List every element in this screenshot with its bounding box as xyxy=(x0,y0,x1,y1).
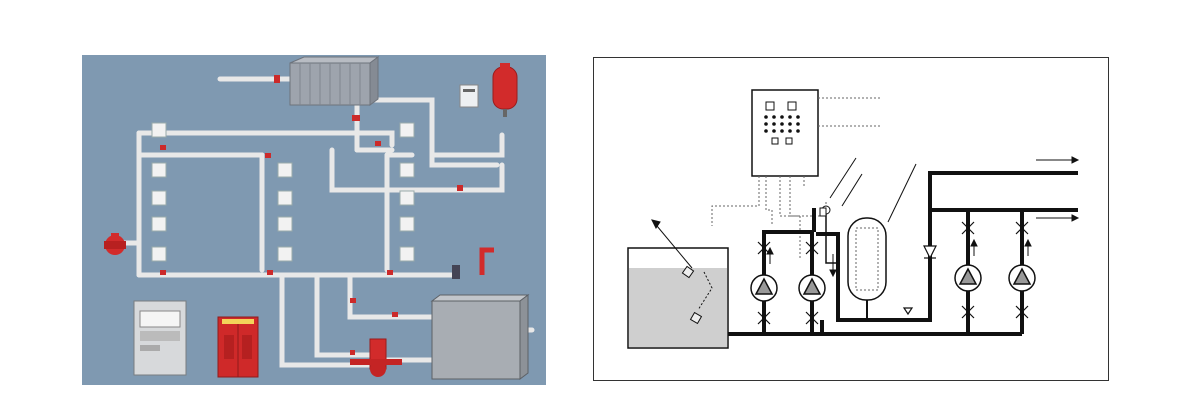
water-tank-icon xyxy=(627,247,729,349)
signal-lines xyxy=(711,97,882,258)
pump-station-schematic-drawing xyxy=(627,89,1080,349)
branch-lines xyxy=(825,208,838,264)
float-switch-icon xyxy=(651,219,713,325)
pump-station-schematic xyxy=(593,57,1109,381)
leader-lines xyxy=(829,157,917,223)
gate-valve-icon xyxy=(757,221,1029,325)
check-valve-icon xyxy=(902,245,937,316)
control-box-icon xyxy=(459,84,479,108)
valve-markers xyxy=(160,75,463,355)
pump-connector-icon xyxy=(479,247,494,275)
control-cabinet-icon xyxy=(751,89,819,177)
flow-arrow-icon xyxy=(766,156,1080,278)
pressure-gauge-icon xyxy=(819,205,831,217)
fire-control-panel-icon xyxy=(133,300,187,376)
fire-water-system-illustration xyxy=(82,55,546,385)
fire-hydrant-icon xyxy=(104,233,126,255)
fire-pump-icon xyxy=(350,338,402,377)
diaphragm-pressure-tank-icon xyxy=(847,217,887,320)
fire-water-system-drawing xyxy=(104,56,535,380)
rooftop-water-tank-icon xyxy=(289,56,380,106)
control-cabinet-icon xyxy=(217,316,259,378)
storage-tank-icon xyxy=(430,294,530,380)
pump-icon xyxy=(750,264,1036,302)
pipe-network xyxy=(119,76,535,368)
hydrant-box-icon xyxy=(151,122,415,262)
pressure-vessel-icon xyxy=(492,63,518,117)
gate-valve-icon xyxy=(452,265,460,279)
